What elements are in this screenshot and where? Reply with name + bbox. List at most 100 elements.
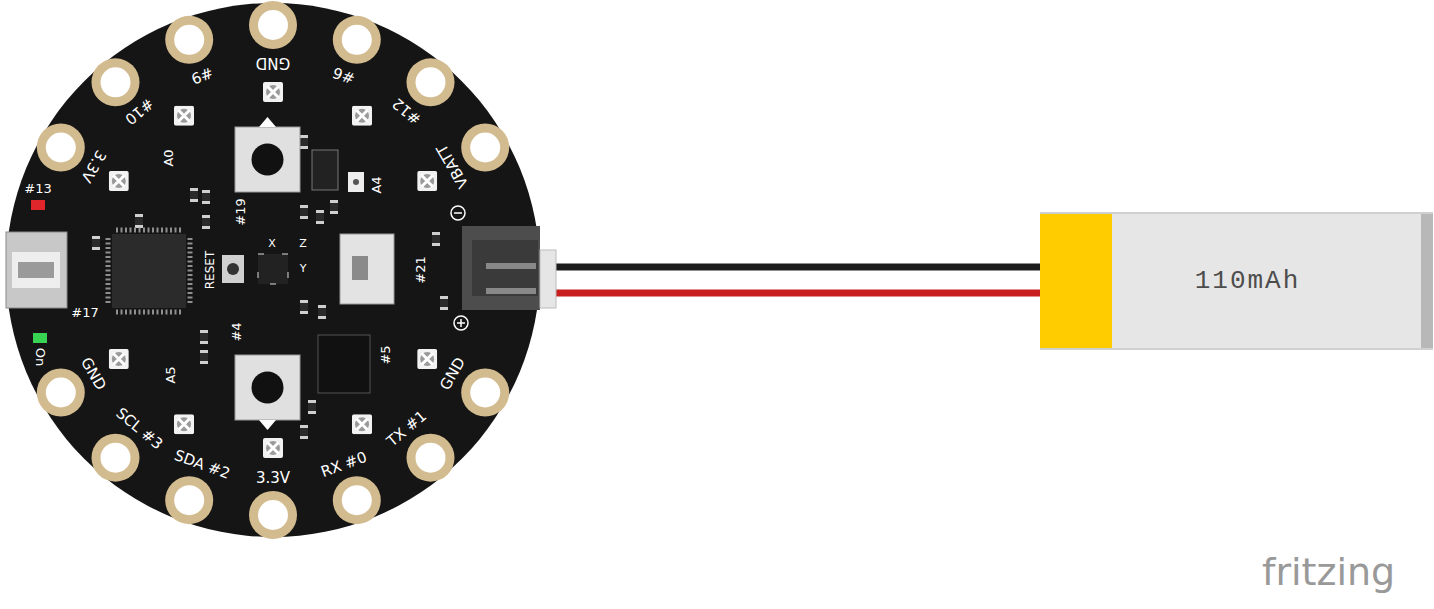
smd-part	[316, 210, 324, 224]
pin-label: Z	[299, 238, 307, 249]
pad	[249, 1, 297, 49]
smd-part	[300, 205, 308, 219]
pad-hole	[101, 443, 131, 473]
usb-tongue	[18, 262, 54, 278]
smd-part	[300, 135, 308, 149]
pad	[461, 369, 509, 417]
circuit-board: 3.3V#10#9GND#6#12VBATTGNDTX #1RX #03.3VS…	[5, 2, 541, 538]
pad-hole	[342, 25, 372, 55]
pin-label: SDA #2	[172, 448, 232, 482]
smd-part	[135, 214, 143, 228]
neopixel	[109, 171, 129, 191]
red-led	[31, 200, 45, 210]
chip-pins	[188, 238, 193, 305]
pin-label: #17	[71, 306, 98, 319]
pads	[37, 1, 509, 539]
push-button	[235, 355, 300, 430]
neopixel	[174, 414, 194, 434]
buzzer	[318, 335, 370, 393]
smd-part	[330, 200, 338, 214]
pin-label: #19	[234, 198, 247, 225]
reset-button	[222, 255, 244, 283]
smd-part	[190, 188, 198, 202]
smd-part	[300, 425, 308, 439]
smd-part	[92, 236, 100, 250]
jst-socket	[472, 240, 538, 296]
smd-part	[308, 400, 316, 414]
jst-pin	[486, 263, 536, 269]
pin-label: Y	[300, 263, 307, 274]
accelerometer	[258, 254, 288, 284]
smd-part	[202, 215, 210, 229]
pad	[37, 124, 85, 172]
pad-hole	[174, 25, 204, 55]
pin-label: A0	[162, 149, 175, 166]
polarity-ring	[451, 206, 465, 220]
neopixel	[109, 349, 129, 369]
pad	[165, 16, 213, 64]
neopixel	[263, 82, 283, 102]
smd-part	[440, 296, 448, 310]
neopixel	[352, 106, 372, 126]
pin-label: RX #0	[319, 450, 369, 480]
button-mark	[259, 117, 276, 127]
pad	[249, 491, 297, 539]
pad	[461, 124, 509, 172]
pin-label: #21	[414, 256, 427, 283]
pin-label: GND	[78, 355, 108, 392]
microcontroller	[108, 230, 190, 312]
pad-hole	[46, 378, 76, 408]
pin-label: #12	[390, 95, 424, 127]
pin-label: GND	[256, 55, 290, 70]
switch-knob	[352, 256, 368, 280]
pad	[407, 58, 455, 106]
pin-label: 3.3V	[256, 471, 290, 486]
mic-body	[348, 172, 364, 192]
reset-cap	[227, 263, 239, 275]
pin-label: SCL #3	[113, 406, 165, 453]
pad	[333, 16, 381, 64]
pad-hole	[416, 443, 446, 473]
pin-label: #4	[230, 322, 243, 341]
polarity-bar	[460, 319, 462, 327]
smd-part	[432, 232, 440, 246]
button-cap	[252, 144, 284, 176]
capacity-label: 110mAh	[1195, 268, 1301, 294]
pad	[165, 476, 213, 524]
lipo-battery: 110mAh	[1040, 212, 1433, 350]
plus-symbol	[454, 316, 468, 330]
pin-label: 3.3V	[78, 147, 108, 184]
pad	[37, 369, 85, 417]
neopixels	[109, 82, 437, 458]
pad	[407, 434, 455, 482]
neopixel	[174, 106, 194, 126]
pad-hole	[101, 67, 131, 97]
pin-label: TX #1	[384, 409, 429, 450]
pin-label: On	[34, 348, 47, 366]
pad	[92, 58, 140, 106]
usb-opening	[12, 252, 60, 288]
button-body	[235, 355, 300, 420]
pin-label: #6	[331, 64, 357, 86]
chip-body	[112, 234, 186, 308]
chip-pins	[106, 238, 111, 305]
pad	[92, 434, 140, 482]
chip-pins	[116, 228, 183, 233]
polarity-bar	[454, 212, 462, 214]
board-disk	[6, 3, 540, 537]
smd-part	[200, 330, 208, 344]
flash-chip	[312, 150, 338, 190]
neopixel	[352, 414, 372, 434]
pin-label: A5	[164, 366, 177, 383]
pad-hole	[342, 485, 372, 515]
battery-wire	[541, 264, 1040, 271]
smd-part	[318, 305, 326, 319]
pad-hole	[174, 485, 204, 515]
mic-port	[353, 179, 359, 185]
neopixel	[417, 171, 437, 191]
pin-label: GND	[438, 355, 468, 392]
button-mark	[259, 420, 276, 430]
pad-hole	[258, 500, 288, 530]
pin-label: #9	[189, 64, 215, 86]
pad-hole	[470, 133, 500, 163]
